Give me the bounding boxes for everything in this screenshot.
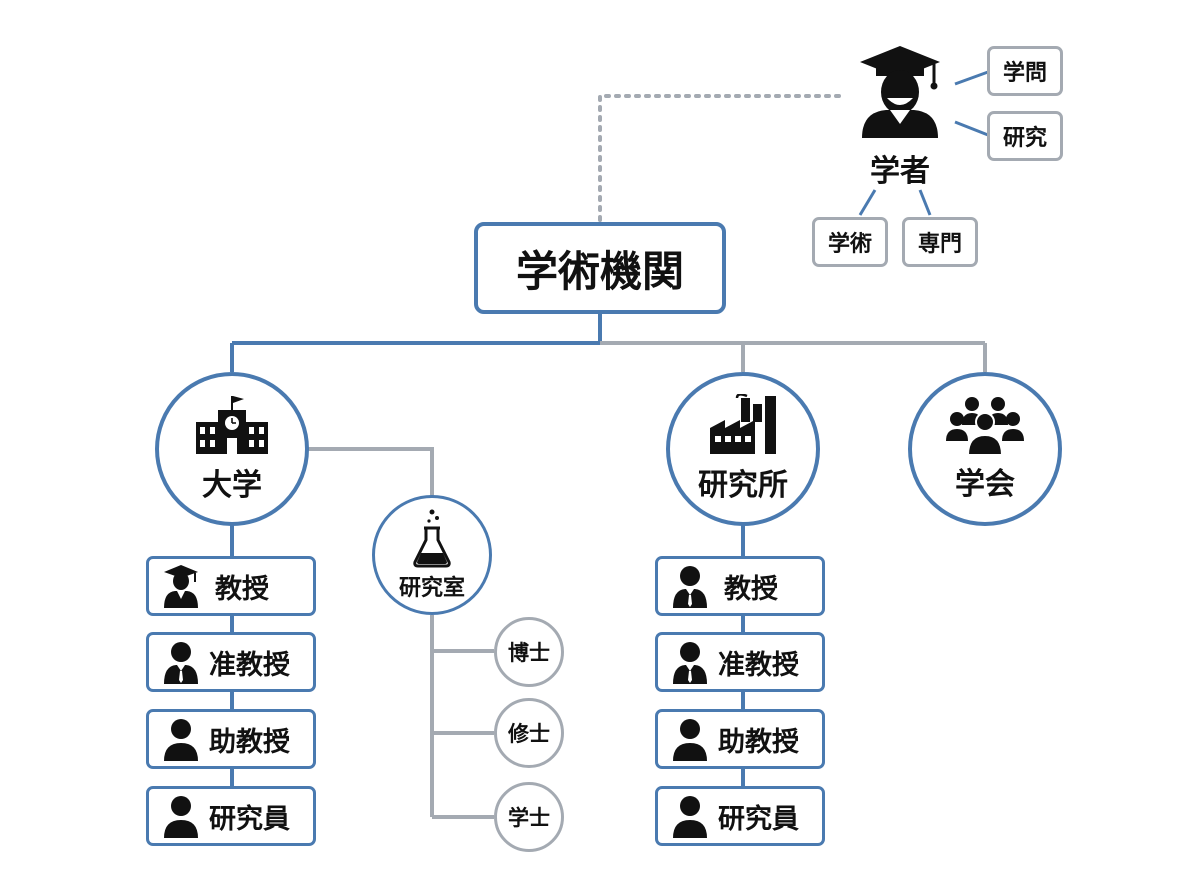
degree-doctor: 博士 — [494, 617, 564, 687]
person-tie-icon — [164, 642, 198, 684]
institute-role-professor: 教授 — [655, 556, 825, 616]
school-building-icon — [196, 396, 268, 454]
institute-node: 研究所 — [666, 372, 820, 526]
university-role-researcher: 研究員 — [146, 786, 316, 846]
role-label: 教授 — [724, 573, 778, 605]
role-label: 助教授 — [209, 726, 290, 758]
tag-senmon: 専門 — [902, 217, 978, 267]
university-node: 大学 — [155, 372, 309, 526]
university-role-professor: 教授 — [146, 556, 316, 616]
tag-kenkyu: 研究 — [987, 111, 1063, 161]
person-tie-icon — [673, 566, 707, 608]
institute-label: 研究所 — [698, 468, 788, 503]
role-label: 助教授 — [718, 726, 799, 758]
person-tie-icon — [673, 642, 707, 684]
tag-gakujutsu: 学術 — [812, 217, 888, 267]
root-label: 学術機関 — [515, 246, 684, 296]
role-label: 准教授 — [209, 649, 290, 681]
graduate-person-icon — [164, 565, 198, 608]
dotted-connector — [598, 94, 842, 222]
graduate-cap-person-icon — [860, 46, 940, 138]
society-label: 学会 — [955, 467, 1015, 502]
tag-connector — [954, 120, 989, 137]
flask-icon — [413, 509, 451, 568]
university-role-associate-professor: 准教授 — [146, 632, 316, 692]
role-label: 研究員 — [209, 803, 290, 835]
lab-node: 研究室 — [372, 495, 492, 615]
lab-label: 研究室 — [398, 576, 465, 601]
factory-icon — [710, 394, 776, 454]
university-role-assistant-professor: 助教授 — [146, 709, 316, 769]
group-icon — [946, 397, 1024, 455]
tag-connector — [954, 70, 989, 86]
person-icon — [673, 796, 707, 838]
person-icon — [673, 719, 707, 761]
tag-connector — [918, 189, 932, 216]
role-label: 教授 — [215, 573, 269, 605]
university-label: 大学 — [202, 468, 262, 503]
scholar-node: 学者 — [850, 40, 950, 190]
person-icon — [164, 719, 198, 761]
institute-role-researcher: 研究員 — [655, 786, 825, 846]
degree-bachelor: 学士 — [494, 782, 564, 852]
institute-role-assistant-professor: 助教授 — [655, 709, 825, 769]
degree-master: 修士 — [494, 698, 564, 768]
person-icon — [164, 796, 198, 838]
lab-connector — [308, 447, 434, 498]
tag-gakumon: 学問 — [987, 46, 1063, 96]
root-node: 学術機関 — [474, 222, 726, 314]
institute-role-associate-professor: 准教授 — [655, 632, 825, 692]
role-label: 准教授 — [718, 649, 799, 681]
role-label: 研究員 — [718, 803, 799, 835]
scholar-label: 学者 — [870, 154, 930, 189]
society-node: 学会 — [908, 372, 1062, 526]
tag-connector — [858, 189, 877, 216]
